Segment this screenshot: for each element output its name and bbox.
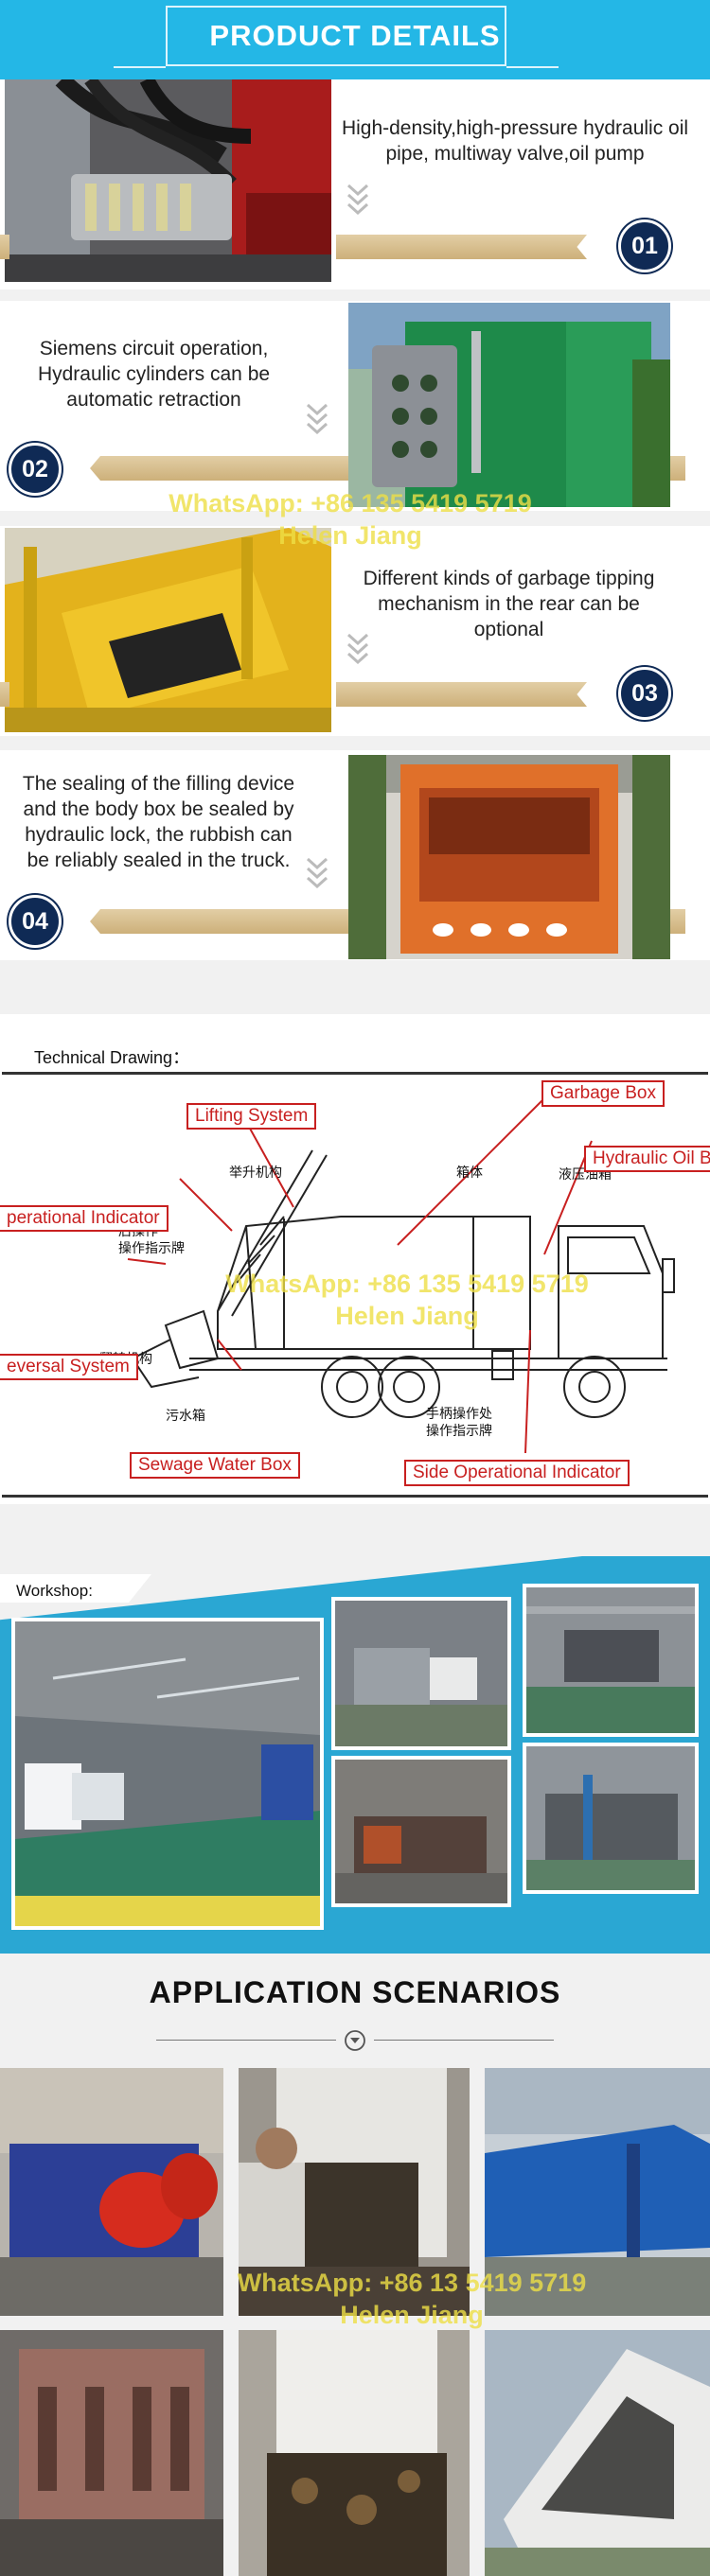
technical-label: Technical Drawing： <box>34 1048 190 1067</box>
workshop-photo-2 <box>331 1597 511 1750</box>
ribbon-bar-1 <box>336 235 587 259</box>
chevron-down-icon <box>346 633 369 664</box>
header-frame <box>166 6 506 66</box>
scenario-photo-4 <box>0 2330 223 2576</box>
step-badge-4: 04 <box>9 895 62 948</box>
scenario-photo-3 <box>485 2068 710 2316</box>
workshop-photo-4 <box>331 1756 511 1907</box>
divider <box>374 2040 554 2041</box>
callout-operational-indicator: perational Indicator <box>0 1205 169 1232</box>
feature-text-1: High-density,high-pressure hydraulic oil… <box>341 117 689 165</box>
cn-side-label: 手柄操作处 <box>426 1407 492 1422</box>
workshop-photo-main <box>11 1618 324 1930</box>
step-badge-3: 03 <box>618 667 671 720</box>
feature-text-4: The sealing of the filling device and th… <box>22 773 295 871</box>
ribbon-stub <box>0 682 9 707</box>
cn-sewage-label: 污水箱 <box>166 1409 205 1424</box>
tipping-mechanism-photo <box>5 528 331 732</box>
cn-lift-label: 举升机构 <box>229 1165 282 1181</box>
watermark-phone: WhatsApp: +86 135 5419 5719 <box>169 489 532 517</box>
watermark-phone: WhatsApp: +86 135 5419 5719 <box>225 1270 589 1298</box>
divider <box>2 1495 708 1498</box>
watermark-name: Helen Jiang <box>335 1302 479 1330</box>
chevron-down-icon <box>306 857 328 888</box>
step-badge-1: 01 <box>618 219 671 272</box>
scenario-photo-1 <box>0 2068 223 2316</box>
watermark-phone: WhatsApp: +86 13 5419 5719 <box>237 2269 587 2297</box>
chevron-down-icon <box>306 403 328 434</box>
callout-reversal-system: eversal System <box>0 1354 138 1380</box>
watermark: WhatsApp: +86 135 5419 5719 Helen Jiang <box>199 1268 615 1332</box>
section-title: APPLICATION SCENARIOS <box>149 1975 561 2009</box>
ribbon-stub <box>0 235 9 259</box>
scenario-photo-2 <box>239 2068 470 2316</box>
ribbon-stub <box>670 456 685 481</box>
feature-text-3: Different kinds of garbage tipping mecha… <box>363 568 655 640</box>
cn-body-label: 箱体 <box>456 1165 483 1181</box>
sealed-body-photo <box>348 755 670 959</box>
cn-indicator-label: 操作指示牌 <box>118 1240 185 1256</box>
watermark-name: Helen Jiang <box>340 2301 484 2329</box>
watermark: WhatsApp: +86 13 5419 5719 Helen Jiang <box>208 2267 615 2331</box>
step-badge-2: 02 <box>9 443 62 496</box>
hydraulic-valves-photo <box>5 79 331 282</box>
callout-sewage-water-box: Sewage Water Box <box>130 1452 300 1479</box>
workshop-photo-5 <box>523 1743 699 1894</box>
workshop-tab <box>0 1574 151 1603</box>
workshop-label: Workshop: <box>16 1582 93 1600</box>
scenario-photo-6 <box>485 2330 710 2576</box>
page-title: PRODUCT DETAILS <box>209 19 501 52</box>
ribbon-bar-2 <box>90 456 350 481</box>
divider <box>156 2040 336 2041</box>
callout-hydraulic-oil: Hydraulic Oil B <box>584 1146 710 1172</box>
control-panel-photo <box>348 303 670 507</box>
ribbon-stub <box>670 909 685 934</box>
truck-drawing: 举升机构 箱体 液压油箱 后操作 操作指示牌 污水箱 手柄操作处 操作指示牌 翻… <box>99 1093 675 1454</box>
chevron-down-icon <box>346 184 369 215</box>
cn-side-label: 操作指示牌 <box>426 1423 492 1439</box>
header-rule-left <box>114 66 166 68</box>
header-rule-right <box>506 66 559 68</box>
callout-garbage-box: Garbage Box <box>541 1080 665 1107</box>
ribbon-bar-3 <box>336 682 587 707</box>
feature-text-2: Siemens circuit operation, Hydraulic cyl… <box>37 338 271 411</box>
callout-side-operational-indicator: Side Operational Indicator <box>404 1460 630 1486</box>
callout-lifting-system: Lifting System <box>186 1103 317 1130</box>
arrow-down-circle-icon <box>345 2030 365 2051</box>
divider <box>2 1072 708 1075</box>
watermark-name: Helen Jiang <box>278 521 422 550</box>
ribbon-bar-4 <box>90 909 350 934</box>
scenario-photo-5 <box>239 2330 470 2576</box>
workshop-photo-3 <box>523 1584 699 1737</box>
watermark: WhatsApp: +86 135 5419 5719 Helen Jiang <box>142 487 559 552</box>
